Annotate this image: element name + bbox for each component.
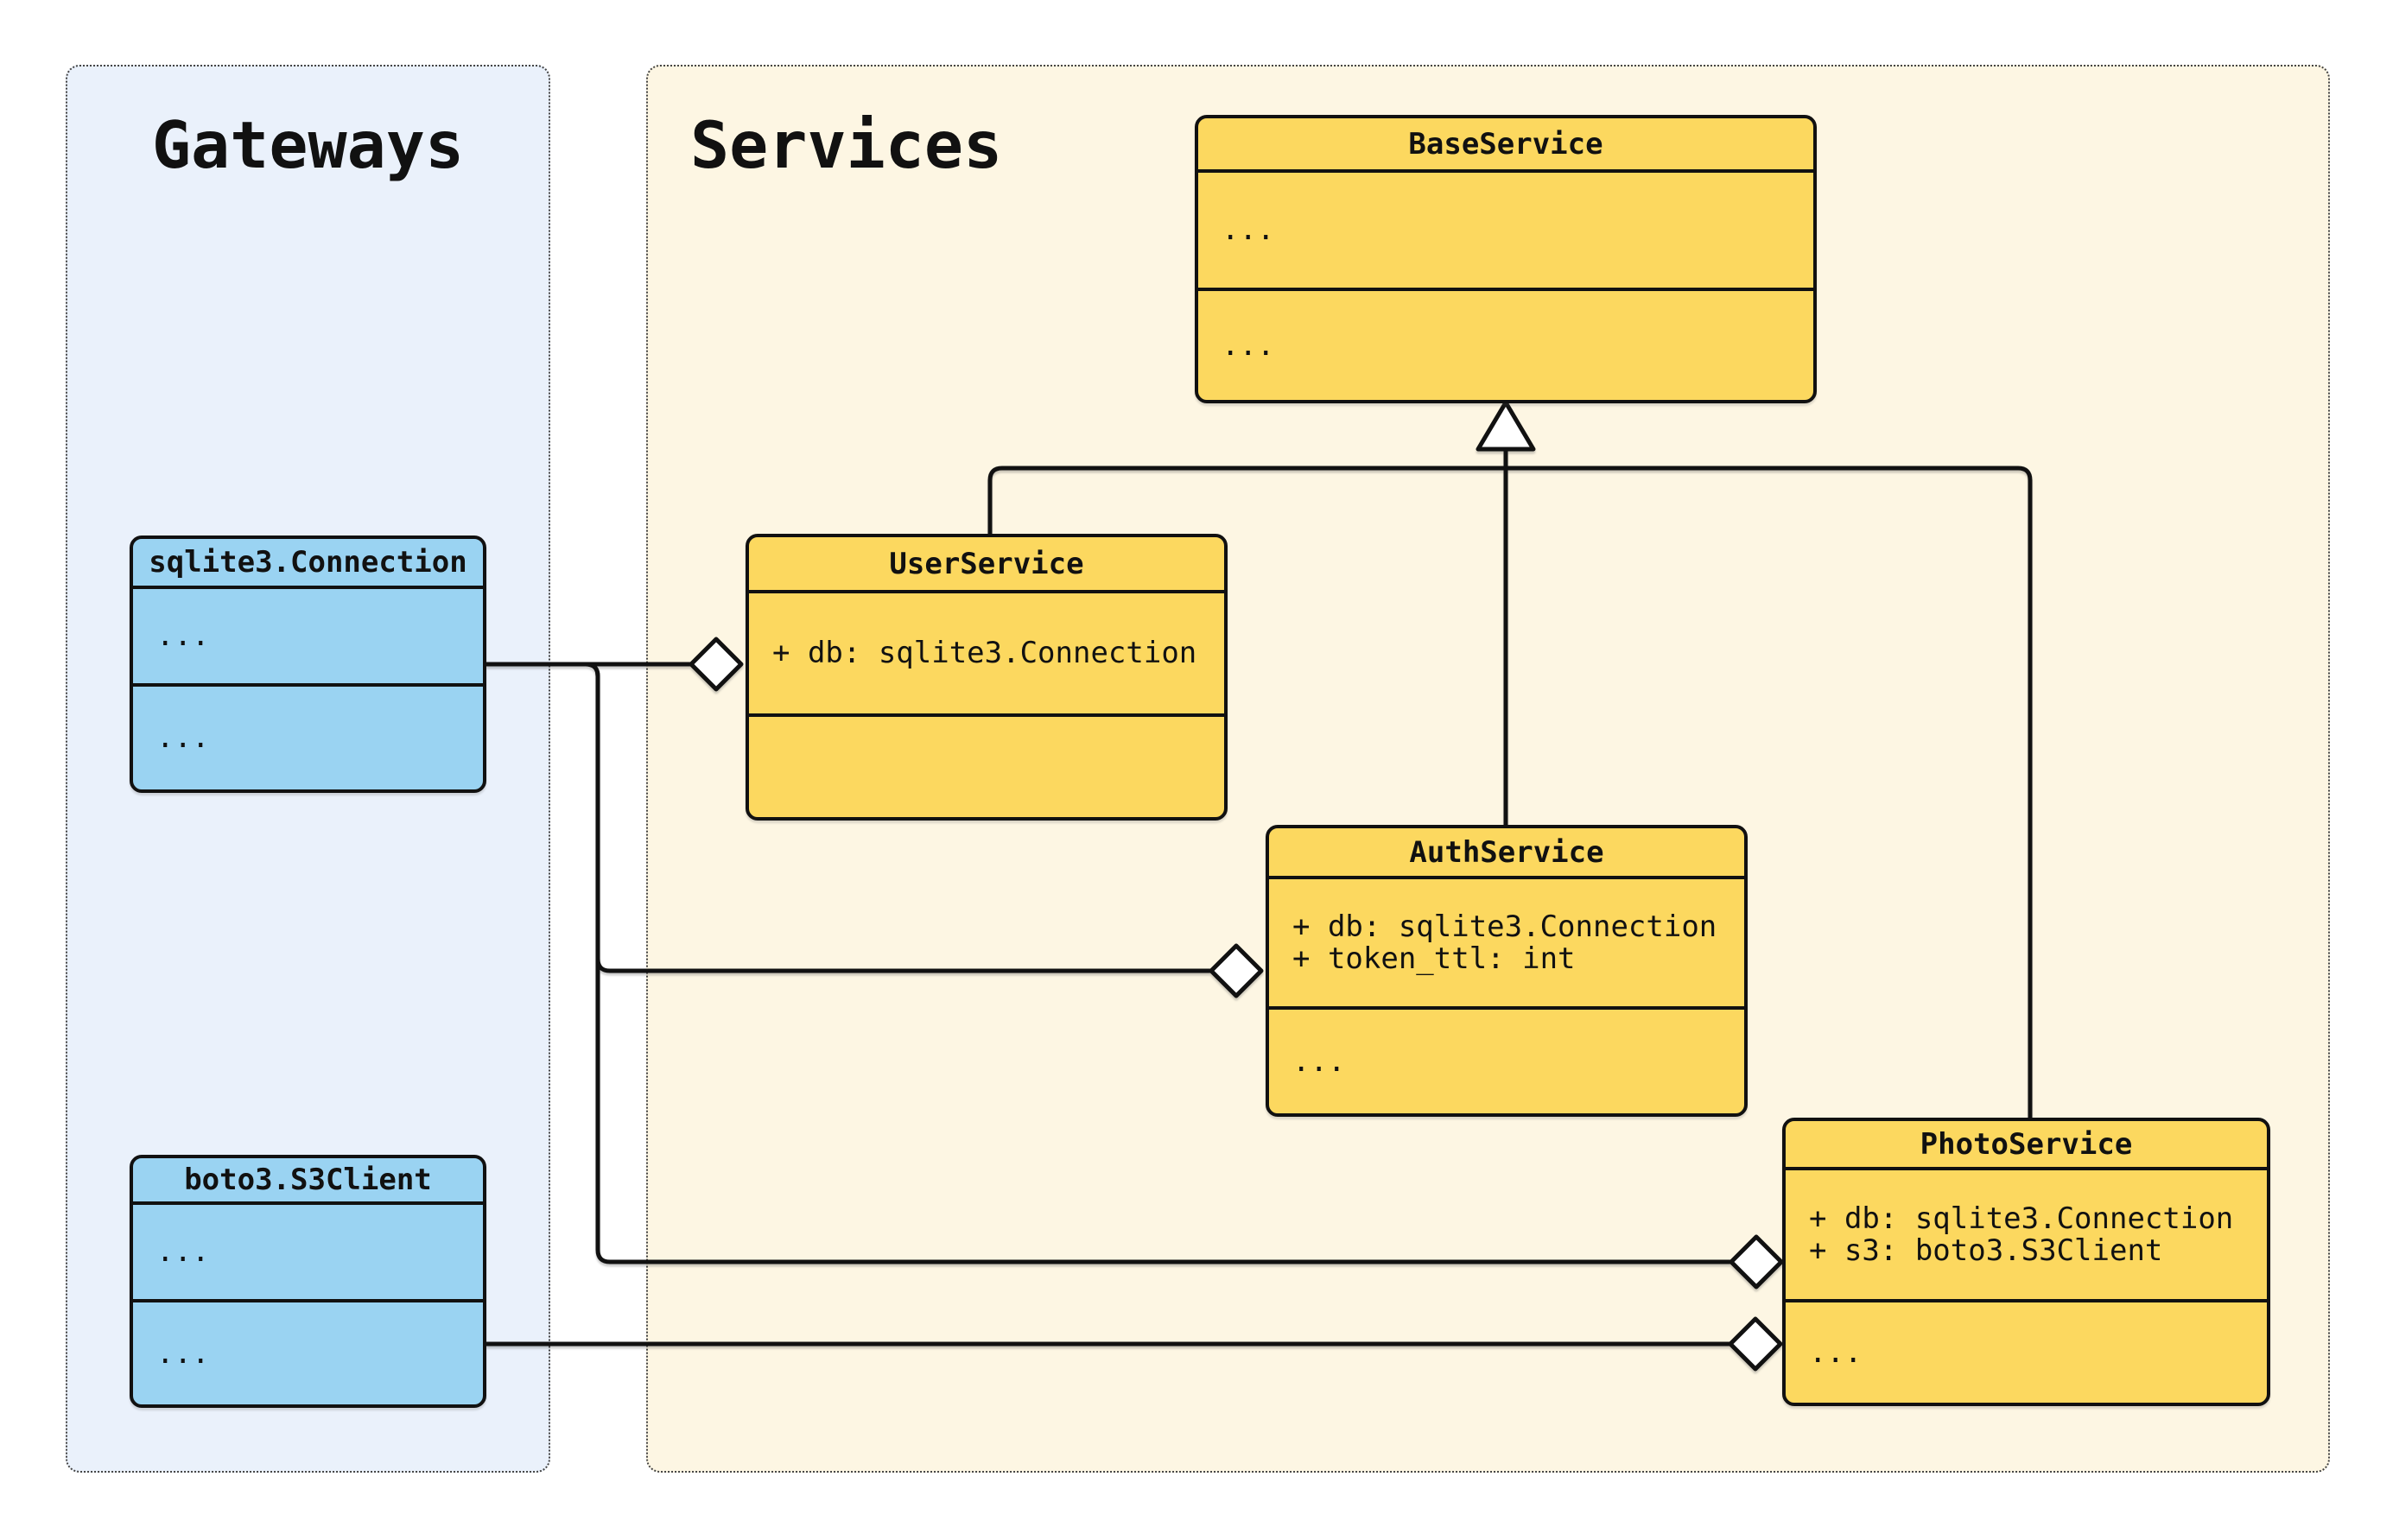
- class-attributes-sqlite3-connection: ...: [133, 589, 483, 687]
- class-title-photoservice: PhotoService: [1786, 1121, 2267, 1170]
- class-attributes-authservice: + db: sqlite3.Connection + token_ttl: in…: [1269, 879, 1744, 1010]
- method-line: ...: [1809, 1334, 1863, 1370]
- aggregation-diamond-authservice-icon: [1209, 943, 1264, 998]
- inheritance-triangle-icon: [1476, 400, 1536, 452]
- attribute-line: + db: sqlite3.Connection: [1809, 1201, 2234, 1236]
- class-title-sqlite3-connection: sqlite3.Connection: [133, 539, 483, 589]
- class-attributes-boto3-s3client: ...: [133, 1205, 483, 1302]
- aggregation-diamond-userservice-icon: [689, 637, 744, 692]
- class-box-authservice[interactable]: AuthService + db: sqlite3.Connection + t…: [1266, 825, 1748, 1117]
- attribute-line: + db: sqlite3.Connection: [772, 636, 1197, 670]
- class-title-authservice: AuthService: [1269, 828, 1744, 879]
- aggregation-diamond-photoservice-s3-icon: [1728, 1316, 1783, 1372]
- class-methods-baseservice: ...: [1198, 291, 1813, 400]
- class-box-photoservice[interactable]: PhotoService + db: sqlite3.Connection + …: [1782, 1118, 2270, 1406]
- attribute-line: ...: [156, 1234, 210, 1269]
- method-line: ...: [156, 720, 210, 755]
- class-methods-boto3-s3client: ...: [133, 1302, 483, 1404]
- class-title-boto3-s3client: boto3.S3Client: [133, 1158, 483, 1205]
- class-title-userservice: UserService: [749, 537, 1224, 593]
- gateways-group-title: Gateways: [151, 107, 465, 183]
- class-box-userservice[interactable]: UserService + db: sqlite3.Connection: [746, 534, 1228, 821]
- method-line: ...: [156, 1335, 210, 1371]
- class-title-baseservice: BaseService: [1198, 118, 1813, 173]
- attribute-line: ...: [156, 618, 210, 653]
- class-methods-sqlite3-connection: ...: [133, 687, 483, 789]
- attribute-line: ...: [1222, 212, 1275, 247]
- method-line: ...: [1292, 1043, 1346, 1079]
- class-methods-authservice: ...: [1269, 1010, 1744, 1113]
- class-methods-photoservice: ...: [1786, 1302, 2267, 1403]
- attribute-line: + db: sqlite3.Connection: [1292, 909, 1717, 944]
- attribute-line: + token_ttl: int: [1292, 941, 1576, 976]
- class-box-sqlite3-connection[interactable]: sqlite3.Connection ... ...: [130, 536, 486, 793]
- attribute-line: + s3: boto3.S3Client: [1809, 1233, 2163, 1268]
- class-attributes-photoservice: + db: sqlite3.Connection + s3: boto3.S3C…: [1786, 1170, 2267, 1302]
- class-methods-userservice: [749, 717, 1224, 817]
- aggregation-diamond-photoservice-db-icon: [1729, 1234, 1784, 1290]
- class-attributes-userservice: + db: sqlite3.Connection: [749, 593, 1224, 717]
- class-attributes-baseservice: ...: [1198, 173, 1813, 291]
- class-box-boto3-s3client[interactable]: boto3.S3Client ... ...: [130, 1155, 486, 1408]
- services-group-title: Services: [690, 107, 1003, 183]
- inheritance-bus-line: [987, 466, 2033, 1118]
- class-box-baseservice[interactable]: BaseService ... ...: [1195, 115, 1817, 403]
- method-line: ...: [1222, 327, 1275, 363]
- aggregation-line-sqlite-photoservice: [486, 662, 1731, 1264]
